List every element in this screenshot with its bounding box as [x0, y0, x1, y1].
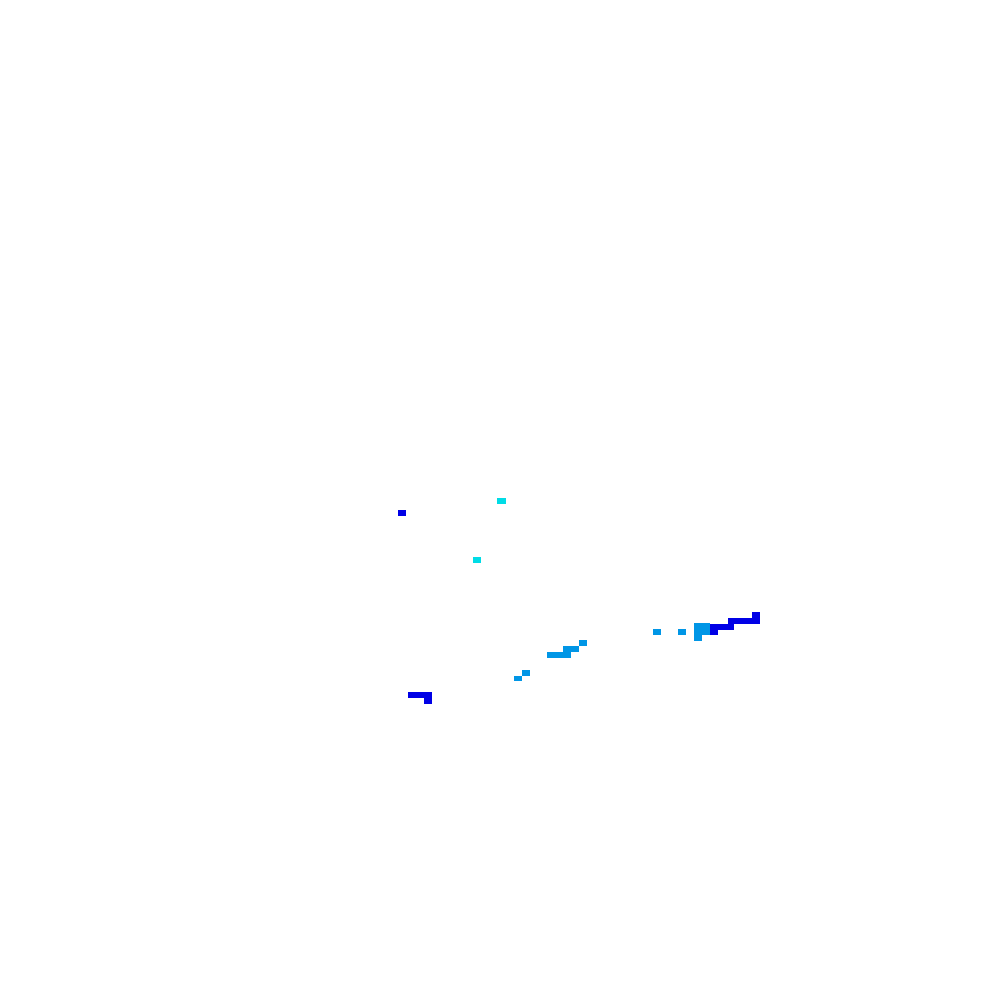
pixel-mark	[710, 624, 734, 630]
pixel-mark	[563, 646, 579, 652]
cyan-cluster	[473, 498, 506, 563]
pixel-mark	[710, 624, 718, 635]
pixel-mark	[398, 510, 406, 516]
pixel-mark	[497, 498, 506, 504]
pixel-mark	[473, 557, 481, 563]
pixel-mark	[653, 629, 661, 635]
deep-blue-cluster	[398, 510, 760, 704]
pixel-mark	[579, 640, 587, 646]
pixel-mark	[408, 692, 432, 698]
pixel-mark	[522, 670, 530, 676]
pixel-mark	[694, 623, 710, 635]
pixel-mark	[694, 635, 702, 641]
pixel-mark	[424, 692, 432, 704]
pixel-mark	[514, 676, 522, 681]
pixel-mark	[728, 618, 760, 624]
pixel-mark	[678, 629, 686, 635]
sky-blue-cluster	[514, 623, 710, 681]
pixel-mark	[547, 652, 571, 658]
